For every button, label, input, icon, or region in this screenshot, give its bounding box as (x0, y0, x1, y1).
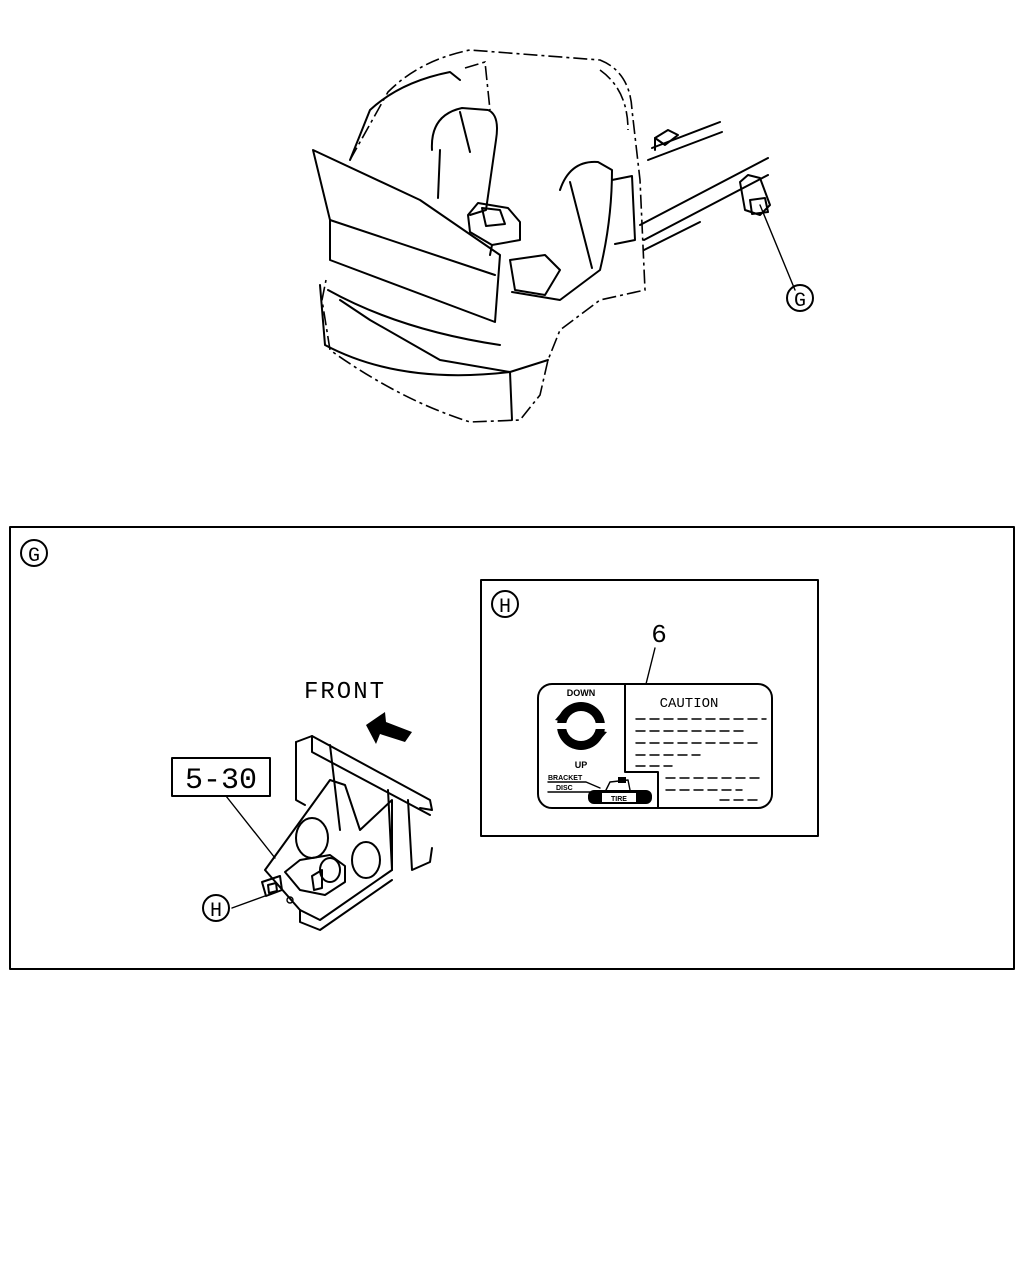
bracket-label: BRACKET (548, 775, 583, 782)
up-label: UP (575, 760, 588, 770)
part-number-label: 6 (651, 620, 667, 650)
disc-label: DISC (556, 785, 573, 792)
front-label: FRONT (304, 679, 386, 706)
ref-label: 5-30 (185, 764, 257, 798)
ref-box (171, 757, 271, 797)
truck-cab-illustration (312, 49, 796, 423)
spare-tire-bracket-illustration (231, 735, 433, 931)
detail-g-frame (9, 526, 1015, 970)
tire-label: TIRE (611, 796, 627, 803)
caution-heading: CAUTION (660, 696, 719, 712)
part-leader-line (645, 647, 656, 685)
detail-h-frame (480, 579, 819, 837)
front-arrow-icon (366, 712, 412, 744)
label-h-callout-label: H (210, 900, 222, 923)
caution-plate-divider (624, 683, 659, 809)
bracket-pointer-line (547, 781, 601, 789)
ref-leader-line (225, 795, 276, 859)
rotation-arrows-icon (552, 702, 610, 750)
callout-g-main-circle (786, 284, 814, 312)
label-h-callout-circle (202, 894, 230, 922)
down-label: DOWN (567, 688, 596, 698)
detail-g-callout-circle (20, 539, 48, 567)
detail-h-callout-circle (491, 590, 519, 618)
detail-h-callout-label: H (499, 596, 511, 619)
detail-g-callout-label: G (28, 545, 40, 568)
caution-text-lines (635, 718, 767, 801)
tire-illustration (588, 777, 652, 804)
callout-g-main-label: G (794, 290, 806, 313)
caution-plate (537, 683, 773, 809)
